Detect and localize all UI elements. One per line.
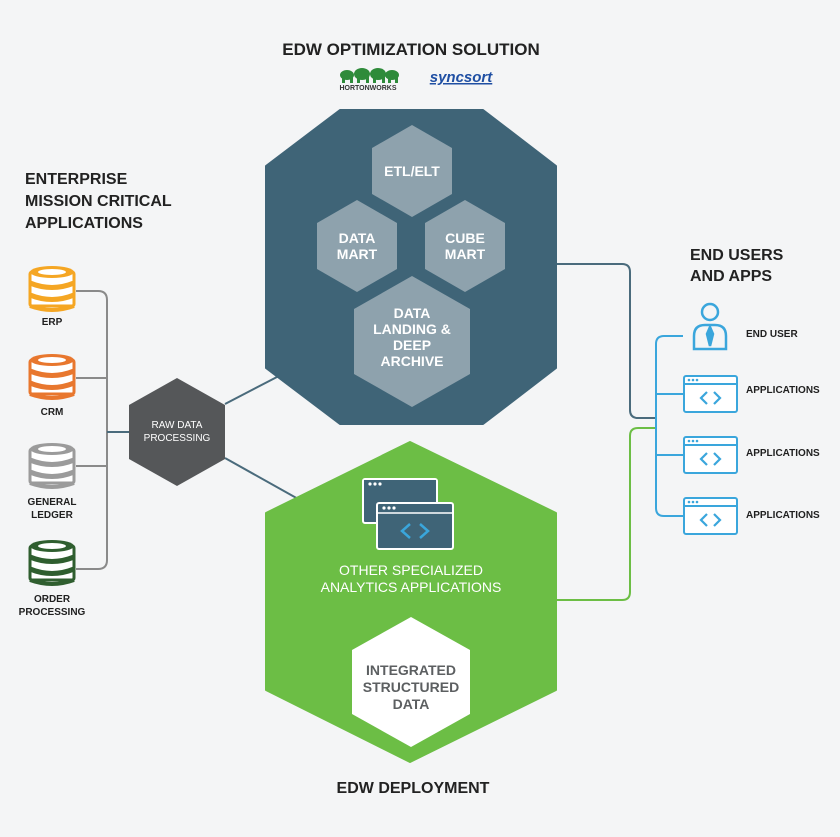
left-heading: ENTERPRISE MISSION CRITICAL APPLICATIONS — [25, 171, 172, 232]
connector-green-right — [556, 427, 655, 601]
source-label: LEDGER — [31, 510, 73, 521]
integrated-data-label: STRUCTURED — [363, 679, 459, 695]
data-mart-cell — [317, 200, 397, 292]
data-mart-label: DATA — [339, 230, 376, 246]
source-crm: CRM — [28, 354, 76, 418]
source-label: CRM — [41, 407, 64, 418]
green-hexagon-shape — [265, 441, 557, 763]
raw-data-processing: RAW DATA PROCESSING — [129, 378, 225, 486]
hortonworks-logo: HORTONWORKS — [339, 68, 399, 92]
application-label: APPLICATIONS — [746, 510, 820, 521]
cube-mart-label: MART — [445, 246, 486, 262]
data-landing-label: LANDING & — [373, 321, 451, 337]
raw-data-hexagon — [129, 378, 225, 486]
application-label: APPLICATIONS — [746, 448, 820, 459]
edw-hexagon-shape — [265, 109, 557, 425]
integrated-data-cell — [352, 617, 470, 747]
cube-mart-cell — [425, 200, 505, 292]
application-label: APPLICATIONS — [746, 385, 820, 396]
application-item: APPLICATIONS — [683, 436, 820, 474]
connector-edw-right — [556, 263, 655, 419]
data-landing-label: ARCHIVE — [380, 353, 443, 369]
left-heading-line: ENTERPRISE — [25, 171, 128, 188]
application-window-icon — [362, 478, 454, 550]
raw-data-label: PROCESSING — [144, 433, 211, 444]
database-icon — [28, 443, 76, 489]
application-window-icon — [683, 436, 738, 474]
end-user-label: END USER — [746, 329, 798, 340]
integrated-data-label: DATA — [393, 696, 430, 712]
left-heading-line: APPLICATIONS — [25, 215, 143, 232]
etl-cell — [372, 125, 452, 217]
integrated-data-label: INTEGRATED — [366, 662, 456, 678]
data-landing-cell — [354, 276, 470, 407]
application-item: APPLICATIONS — [683, 375, 820, 413]
source-label: GENERAL — [28, 497, 77, 508]
data-mart-label: MART — [337, 246, 378, 262]
raw-data-label: RAW DATA — [152, 420, 203, 431]
left-heading-line: MISSION CRITICAL — [25, 193, 172, 210]
application-window-icon — [683, 497, 738, 535]
specialized-apps-label: OTHER SPECIALIZED — [339, 562, 483, 578]
specialized-apps-label: ANALYTICS APPLICATIONS — [321, 579, 502, 595]
cube-mart-label: CUBE — [445, 230, 485, 246]
data-landing-label: DATA — [394, 305, 431, 321]
hortonworks-wordmark: HORTONWORKS — [339, 85, 396, 92]
source-general-ledger: GENERAL LEDGER — [28, 443, 77, 521]
source-bracket — [76, 290, 108, 570]
database-icon — [28, 540, 76, 586]
source-label: ERP — [42, 317, 63, 328]
etl-label: ETL/ELT — [384, 163, 440, 179]
syncsort-logo: syncsort — [430, 69, 494, 86]
end-users-bracket — [655, 335, 683, 517]
diagram-title: EDW OPTIMIZATION SOLUTION — [282, 40, 540, 59]
user-icon — [692, 302, 728, 351]
application-window-icon — [683, 375, 738, 413]
source-erp: ERP — [28, 266, 76, 328]
data-landing-label: DEEP — [393, 337, 431, 353]
connector-raw-green — [224, 457, 301, 501]
database-icon — [28, 354, 76, 400]
right-heading-line: END USERS — [690, 247, 784, 264]
end-user-item: END USER — [692, 302, 798, 351]
source-order-processing: ORDER PROCESSING — [19, 540, 86, 618]
right-heading-line: AND APPS — [690, 268, 772, 285]
edw-deployment-hexagon: OTHER SPECIALIZED ANALYTICS APPLICATIONS… — [265, 441, 557, 763]
application-item: APPLICATIONS — [683, 497, 820, 535]
edw-optimization-hexagon: ETL/ELT DATA MART CUBE MART DATA LANDING… — [265, 109, 557, 425]
database-icon — [28, 266, 76, 312]
source-label: PROCESSING — [19, 607, 86, 618]
connectors — [76, 263, 683, 601]
deployment-label: EDW DEPLOYMENT — [337, 780, 490, 797]
source-label: ORDER — [34, 594, 71, 605]
